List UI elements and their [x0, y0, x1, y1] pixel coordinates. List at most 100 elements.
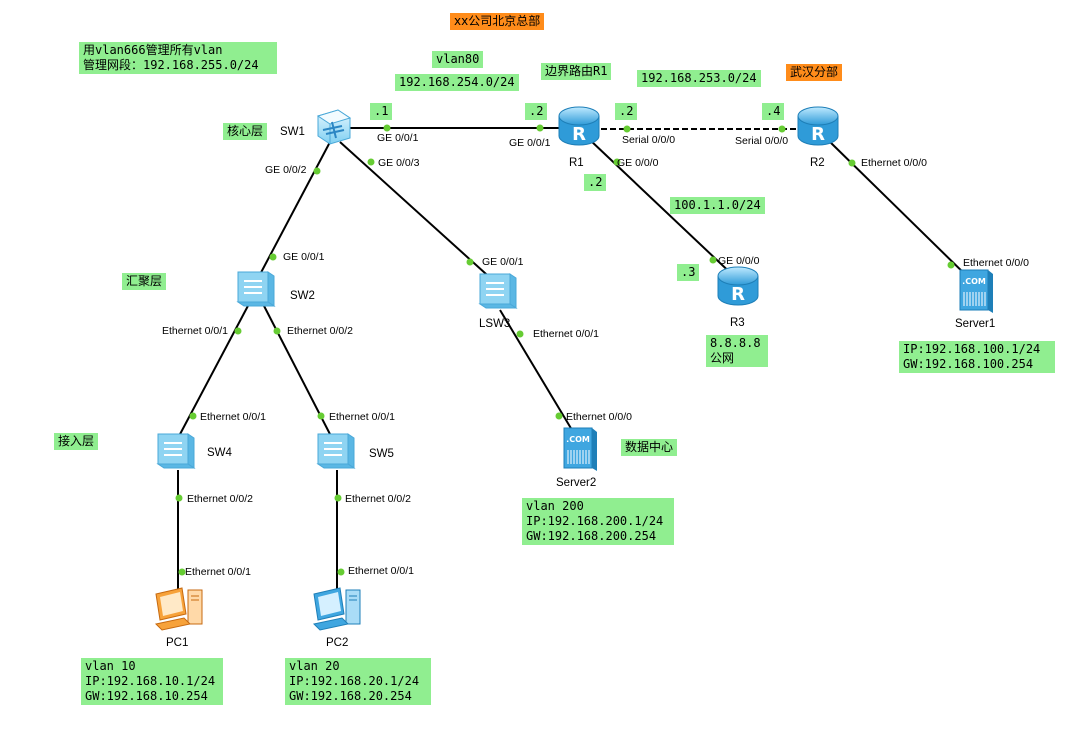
pc1-gw: GW:192.168.10.254 — [85, 689, 208, 703]
r1-device[interactable]: R — [555, 104, 603, 150]
pc-icon — [312, 587, 361, 631]
port-dot — [947, 261, 955, 269]
pc1-name: PC1 — [166, 637, 189, 649]
server1-gw: GW:192.168.100.254 — [903, 357, 1034, 371]
server1-device[interactable]: .COM — [956, 268, 996, 314]
server2-ip: IP:192.168.200.1/24 — [526, 514, 664, 528]
svg-text:R: R — [731, 284, 745, 305]
mgmt-note-line1: 用vlan666管理所有vlan — [83, 43, 223, 57]
sw2-device[interactable] — [236, 268, 276, 308]
lsw3-device[interactable] — [478, 270, 518, 310]
layer-aggregation: 汇聚层 — [122, 273, 167, 290]
port-dot — [175, 494, 183, 502]
vlan80-subnet: 192.168.254.0/24 — [395, 74, 519, 91]
link-sw2-sw5[interactable] — [261, 301, 334, 441]
port-label: Ethernet 0/0/2 — [187, 493, 253, 505]
sw4-name: SW4 — [207, 447, 232, 459]
sw4-device[interactable] — [156, 430, 196, 470]
link-lsw3-server2[interactable] — [499, 309, 579, 441]
r3-info-label: 公网 — [710, 351, 735, 365]
port-label: GE 0/0/1 — [377, 132, 419, 144]
port-label: Ethernet 0/0/1 — [200, 411, 266, 423]
port-label: Serial 0/0/0 — [735, 135, 789, 147]
port-label: Ethernet 0/0/0 — [566, 411, 632, 423]
r3-info-ip: 8.8.8.8 — [710, 336, 761, 350]
mgmt-note-line2: 管理网段：192.168.255.0/24 — [83, 58, 259, 72]
pc2-gw: GW:192.168.20.254 — [289, 689, 412, 703]
link-sw1-sw2[interactable] — [255, 141, 331, 283]
port-dot — [613, 158, 621, 166]
ip-suffix-r3-public: .3 — [677, 264, 700, 281]
pc2-name: PC2 — [326, 637, 349, 649]
port-label: Ethernet 0/0/2 — [345, 493, 411, 505]
r2-name: R2 — [810, 157, 825, 169]
server2-device[interactable]: .COM — [560, 426, 600, 472]
port-dot — [367, 158, 375, 166]
port-label: Ethernet 0/0/1 — [162, 325, 228, 337]
core-switch-icon — [316, 109, 352, 145]
port-dot — [269, 253, 277, 261]
mgmt-note: 用vlan666管理所有vlan 管理网段：192.168.255.0/24 — [79, 42, 277, 74]
layer-access: 接入层 — [54, 433, 99, 450]
sw5-name: SW5 — [369, 448, 394, 460]
pc1-info: vlan 10 IP:192.168.10.1/24 GW:192.168.10… — [81, 658, 223, 705]
port-dot — [337, 568, 345, 576]
port-dot — [536, 124, 544, 132]
r3-info: 8.8.8.8 公网 — [706, 335, 768, 367]
port-dot — [273, 327, 281, 335]
port-label: GE 0/0/1 — [482, 256, 524, 268]
port-dot — [334, 494, 342, 502]
port-label: GE 0/0/2 — [265, 164, 307, 176]
port-dot — [189, 412, 197, 420]
pc1-ip: IP:192.168.10.1/24 — [85, 674, 216, 688]
server1-info: IP:192.168.100.1/24 GW:192.168.100.254 — [899, 341, 1055, 373]
port-dot — [623, 125, 631, 133]
pc2-vlan: vlan 20 — [289, 659, 340, 673]
pc2-info: vlan 20 IP:192.168.20.1/24 GW:192.168.20… — [285, 658, 431, 705]
pc2-ip: IP:192.168.20.1/24 — [289, 674, 420, 688]
port-dot — [234, 327, 242, 335]
switch-icon — [316, 433, 356, 469]
sw1-device[interactable] — [314, 106, 354, 146]
port-label: GE 0/0/1 — [509, 137, 551, 149]
port-dot — [709, 256, 717, 264]
server1-ip: IP:192.168.100.1/24 — [903, 342, 1041, 356]
port-dot — [516, 330, 524, 338]
switch-icon — [478, 273, 518, 309]
pc2-device[interactable] — [308, 584, 364, 634]
server2-name: Server2 — [556, 477, 597, 489]
port-dot — [466, 258, 474, 266]
port-label: Ethernet 0/0/1 — [185, 566, 251, 578]
ip-suffix-sw1: .1 — [370, 103, 393, 120]
r3-name: R3 — [730, 317, 745, 329]
ip-suffix-r1-public: .2 — [584, 174, 607, 191]
svg-text:.COM: .COM — [566, 435, 590, 444]
r2-device[interactable]: R — [794, 104, 842, 150]
ip-suffix-r2-serial: .4 — [762, 103, 785, 120]
sw1-name: SW1 — [280, 126, 305, 138]
port-label: Serial 0/0/0 — [622, 134, 676, 146]
port-label: GE 0/0/1 — [283, 251, 325, 263]
port-label: Ethernet 0/0/1 — [348, 565, 414, 577]
svg-text:R: R — [572, 124, 586, 145]
pc1-device[interactable] — [150, 584, 206, 634]
r1-name: R1 — [569, 157, 584, 169]
port-label: GE 0/0/3 — [378, 157, 420, 169]
sw2-name: SW2 — [290, 290, 315, 302]
port-label: Ethernet 0/0/1 — [533, 328, 599, 340]
svg-text:.COM: .COM — [962, 277, 986, 286]
server2-info: vlan 200 IP:192.168.200.1/24 GW:192.168.… — [522, 498, 674, 545]
branch-title: 武汉分部 — [786, 64, 843, 81]
sw5-device[interactable] — [316, 430, 356, 470]
port-dot — [178, 568, 186, 576]
public-subnet-note: 100.1.1.0/24 — [670, 197, 765, 214]
port-dot — [778, 125, 786, 133]
port-label: Ethernet 0/0/2 — [287, 325, 353, 337]
port-dot — [313, 167, 321, 175]
port-dot — [383, 124, 391, 132]
port-label: Ethernet 0/0/1 — [329, 411, 395, 423]
switch-icon — [236, 271, 276, 307]
r3-device[interactable]: R — [714, 264, 762, 310]
router-icon: R — [717, 266, 759, 306]
